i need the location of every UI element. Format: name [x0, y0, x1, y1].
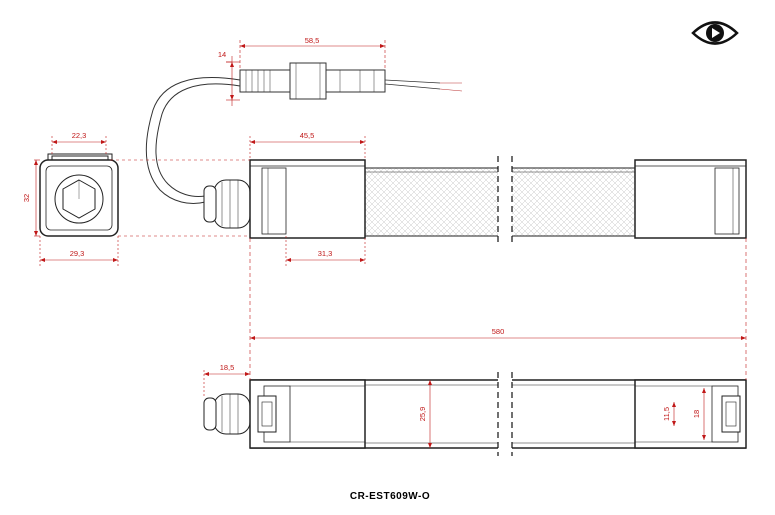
profile-cross-section	[39, 153, 119, 237]
eye-play-icon	[691, 21, 739, 45]
dim-cable-gland-width: 14	[218, 50, 226, 59]
dimension-lines	[34, 40, 747, 448]
dim-end-cap-length: 45,5	[300, 131, 315, 140]
dim-clip-inner-width: 11,5	[662, 407, 671, 421]
dim-cable-gland-length: 58,5	[305, 36, 320, 45]
front-view-break	[497, 156, 513, 244]
dim-top-view-width: 25,9	[418, 407, 427, 422]
dim-profile-bottom-width: 29,3	[70, 249, 85, 258]
dim-clip-outer-width: 18	[692, 410, 701, 418]
top-view-break	[497, 372, 513, 456]
dim-end-cap-inner-length: 31,3	[318, 249, 333, 258]
dim-total-length: 580	[492, 327, 505, 336]
cable-assembly	[145, 62, 463, 204]
top-view	[203, 379, 747, 449]
dim-gland-length-top: 18,5	[220, 363, 235, 372]
dim-profile-top-width: 22,3	[72, 131, 87, 140]
front-view	[203, 159, 747, 239]
model-code: CR-EST609W-O	[350, 491, 430, 502]
dim-profile-height: 32	[22, 194, 31, 202]
